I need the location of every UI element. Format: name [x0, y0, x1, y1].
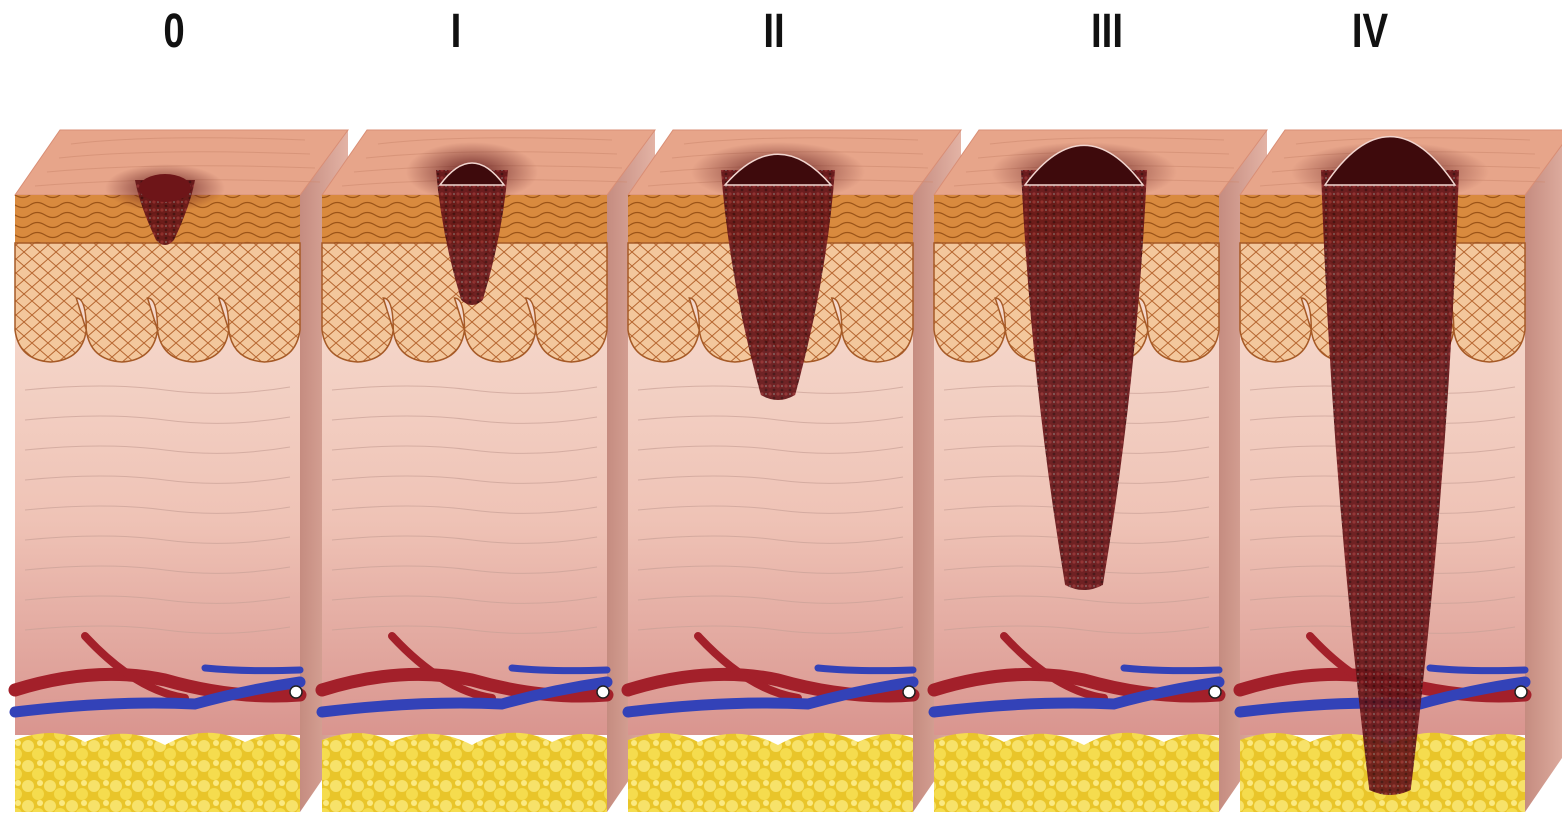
vein-branch [205, 668, 300, 671]
vessel-cross-section [1515, 686, 1527, 698]
fat-layer [15, 733, 300, 812]
skin-block-stage-3 [934, 130, 1267, 812]
fat-layer [322, 733, 607, 812]
block-side-face [1525, 130, 1562, 812]
vessel-cross-section [903, 686, 915, 698]
skin-block-stage-2 [628, 130, 961, 812]
fat-layer [628, 733, 913, 812]
skin-block-stage-1 [322, 130, 655, 812]
skin-block-stage-0 [15, 130, 348, 812]
vessel-cross-section [290, 686, 302, 698]
skin-block-stage-4 [1240, 130, 1562, 812]
vein-branch [1124, 668, 1219, 671]
vein-branch [818, 668, 913, 671]
fat-layer [934, 733, 1219, 812]
vein-branch [1430, 668, 1525, 671]
vessel-cross-section [1209, 686, 1221, 698]
tumor-lesion [139, 174, 191, 202]
vein-branch [512, 668, 607, 671]
vessel-cross-section [597, 686, 609, 698]
